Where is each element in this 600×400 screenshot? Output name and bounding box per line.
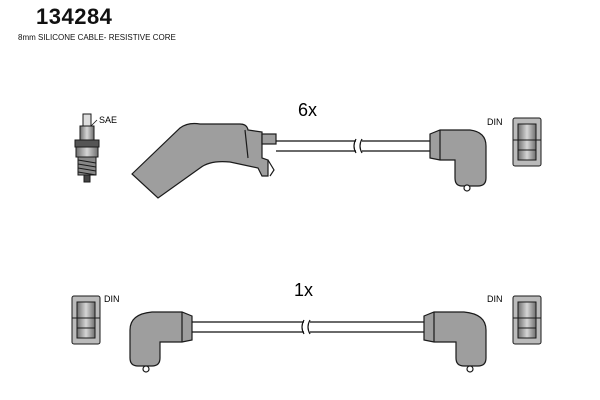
bottom-quantity: 1x (294, 280, 313, 300)
top-right-label: DIN (487, 117, 503, 127)
cable-description: 8mm SILICONE CABLE- RESISTIVE CORE (18, 33, 176, 42)
right-elbow-boot (429, 129, 487, 192)
left-elbow-boot (129, 311, 193, 373)
bottom-lead-set: DIN 1x DIN (71, 280, 542, 373)
top-quantity: 6x (298, 100, 317, 120)
top-cable (276, 138, 430, 154)
top-lead-set: SAE 6x DI (74, 100, 542, 199)
right-elbow-boot (423, 311, 487, 373)
part-number: 134284 (36, 4, 113, 29)
spark-plug-icon (74, 113, 100, 183)
top-left-label: SAE (99, 115, 117, 125)
angled-plug-boot (131, 122, 277, 199)
bottom-right-label: DIN (487, 294, 503, 304)
bottom-left-label: DIN (104, 294, 120, 304)
din-terminal-icon (512, 117, 542, 167)
bottom-cable (192, 319, 424, 335)
din-terminal-icon (71, 295, 101, 345)
din-terminal-icon (512, 295, 542, 345)
